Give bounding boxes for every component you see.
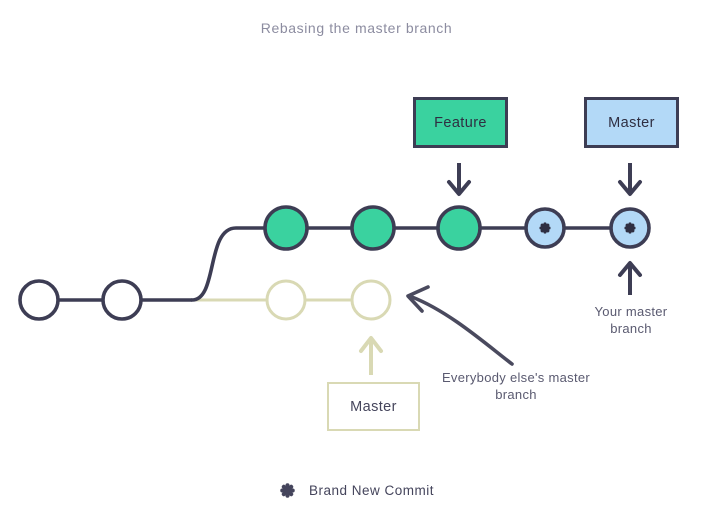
master-branch-label-box[interactable]: Master	[584, 97, 679, 148]
everybody-else-master-branch-annotation: Everybody else's master branch	[441, 370, 591, 402]
commit-node-feature	[350, 205, 396, 251]
commit-node	[101, 279, 143, 321]
master-down-arrow-icon	[618, 163, 642, 196]
feature-branch-label-box[interactable]: Feature	[413, 97, 508, 148]
master-branch-label: Master	[608, 114, 655, 131]
legend-label: Brand New Commit	[308, 483, 435, 498]
feature-commit-nodes	[263, 205, 482, 251]
commit-node-faded	[350, 279, 392, 321]
your-master-up-arrow-icon	[618, 261, 642, 295]
old-master-branch-label: Master	[350, 398, 397, 415]
everybody-else-curved-arrow-icon	[406, 285, 514, 366]
commit-node-feature	[263, 205, 309, 251]
feature-down-arrow-icon	[447, 163, 471, 196]
commit-node	[18, 279, 60, 321]
feature-branch-label: Feature	[434, 114, 487, 131]
new-commit-nodes	[524, 207, 651, 249]
commit-node-faded	[265, 279, 307, 321]
asterisk-commit-icon	[280, 483, 295, 498]
commit-node-feature	[436, 205, 482, 251]
page-title: Rebasing the master branch	[260, 20, 453, 36]
old-master-up-arrow-icon	[359, 336, 383, 375]
asterisk-commit-icon	[539, 222, 551, 234]
rebase-curve-connector	[190, 226, 268, 302]
old-master-branch-label-box[interactable]: Master	[327, 382, 420, 431]
your-master-branch-annotation: Your master branch	[594, 304, 668, 336]
asterisk-commit-icon	[624, 222, 636, 234]
legend: Brand New Commit	[0, 482, 713, 499]
old-master-commit-nodes	[265, 279, 392, 321]
base-commit-nodes	[18, 279, 143, 321]
